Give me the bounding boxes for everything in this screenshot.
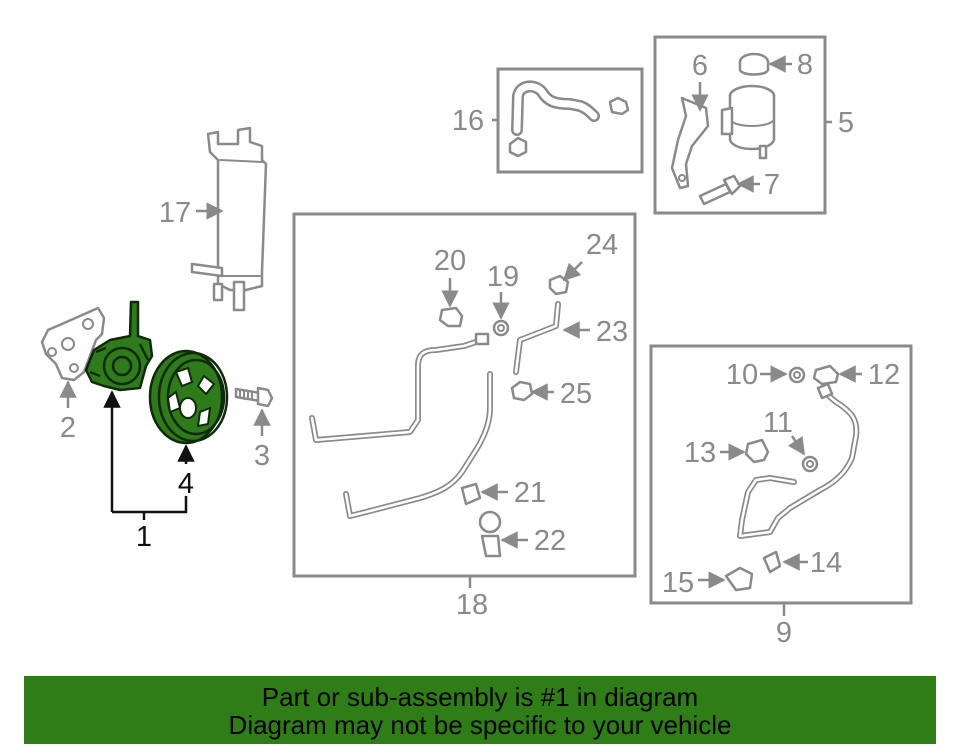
footer-line-1: Part or sub-assembly is #1 in diagram [261,682,699,712]
callout-13: 13 [684,437,716,469]
callout-6: 6 [692,50,708,82]
callout-14: 14 [810,547,842,579]
footer-line-2: Diagram may not be specific to your vehi… [228,710,732,740]
callout-10: 10 [726,359,758,391]
callout-17: 17 [159,197,191,229]
reservoir-bracket-part-6[interactable] [670,96,710,190]
footer-banner: Part or sub-assembly is #1 in diagram Di… [24,676,936,744]
callout-12: 12 [868,359,900,391]
o-ring-part-11[interactable] [801,455,819,473]
callout-20: 20 [434,245,466,277]
clamp-part-25[interactable] [510,380,534,402]
pressure-line-box-18 [292,212,637,578]
cooler-part-17[interactable] [190,126,268,312]
return-hose-part-16[interactable] [508,80,630,158]
clip-part-22[interactable] [478,510,502,558]
pulley-part-4[interactable] [148,349,229,445]
reservoir-box-5 [653,35,827,215]
callout-19: 19 [487,261,519,293]
callout-9: 9 [776,617,792,649]
callout-8: 8 [797,49,813,81]
tube-part-23[interactable] [513,301,561,375]
fitting-part-12[interactable] [812,364,840,386]
callout-22: 22 [534,525,566,557]
bracket-part-2[interactable] [40,306,106,382]
callout-18: 18 [456,589,488,621]
callout-4: 4 [178,468,194,500]
fitting-part-20[interactable] [438,306,464,328]
pressure-line-part-18[interactable] [309,332,493,519]
callout-2: 2 [60,412,76,444]
callout-21: 21 [514,477,546,509]
clip-part-14[interactable] [762,550,782,574]
callout-11: 11 [763,407,793,439]
reservoir-part-5[interactable] [720,84,776,160]
hose-assembly-part-9[interactable] [737,382,860,539]
fitting-part-13[interactable] [744,438,770,464]
clip-part-21[interactable] [460,482,482,506]
callout-3: 3 [254,440,270,472]
callout-25: 25 [560,378,592,410]
o-ring-part-19[interactable] [492,319,510,337]
bolt-part-7[interactable] [698,174,742,206]
o-ring-part-10[interactable] [788,366,806,384]
bolt-part-3[interactable] [234,386,274,408]
reservoir-cap-part-8[interactable] [738,52,770,76]
callout-24: 24 [586,229,618,261]
callout-7: 7 [764,169,780,201]
callout-15: 15 [662,567,694,599]
callout-16: 16 [452,105,484,137]
callout-5: 5 [838,107,854,139]
power-steering-pump-part-1[interactable] [84,300,154,392]
callout-1: 1 [136,521,152,553]
hose-assembly-box-9 [649,344,913,605]
callout-23: 23 [596,316,628,348]
clamp-part-15[interactable] [724,566,754,592]
